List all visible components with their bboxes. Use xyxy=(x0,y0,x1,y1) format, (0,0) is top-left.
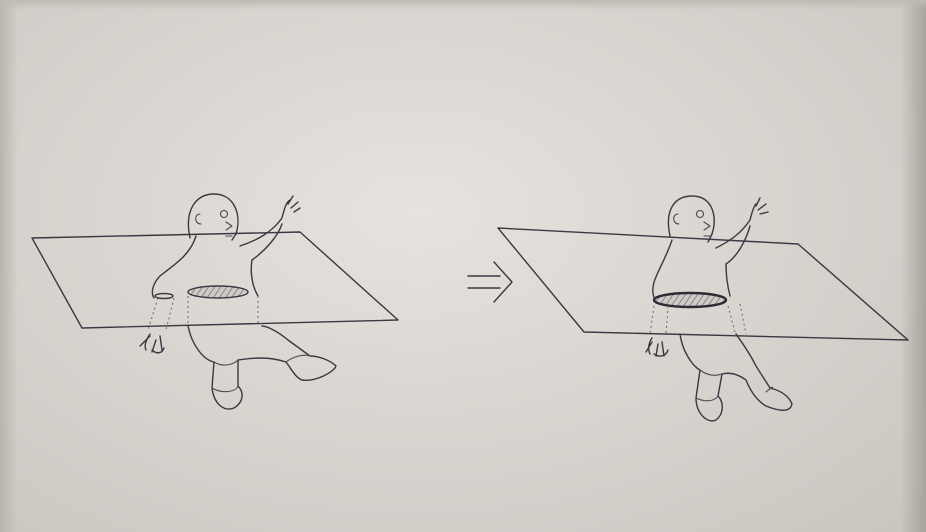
right-panel-figure xyxy=(498,196,908,421)
right-lower-hand xyxy=(646,338,668,356)
right-ear xyxy=(674,214,679,224)
transition-arrow xyxy=(468,262,512,302)
left-lower-hand xyxy=(140,334,164,353)
left-plane xyxy=(32,232,398,328)
right-lower-body xyxy=(680,334,792,421)
left-cross-section xyxy=(188,286,248,298)
right-eye xyxy=(697,211,704,218)
left-arm-section xyxy=(155,294,173,299)
left-lower-body xyxy=(188,326,336,409)
right-head xyxy=(668,196,714,242)
right-plane xyxy=(498,228,908,340)
left-raised-arm xyxy=(240,196,300,260)
right-raised-arm xyxy=(716,198,768,264)
right-torso-upper xyxy=(653,240,730,300)
left-panel-figure xyxy=(32,194,398,409)
left-eye xyxy=(221,211,228,218)
left-ear xyxy=(196,214,201,224)
right-cross-section xyxy=(654,293,726,307)
